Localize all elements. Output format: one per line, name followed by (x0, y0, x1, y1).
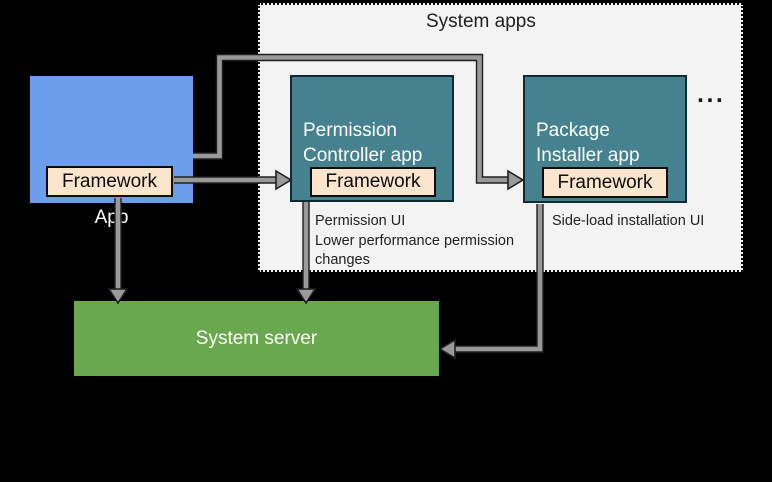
app-label: App (94, 207, 129, 228)
package-installer-label: Package Installer app (536, 120, 640, 166)
permission-controller-node: Permission Controller app Framework (290, 75, 454, 202)
app-node: App Framework (30, 76, 193, 228)
package-installer-annotation: Side-load installation UI (552, 213, 705, 229)
more-system-apps-ellipsis: ... (697, 80, 726, 108)
system-apps-title: System apps (426, 11, 536, 32)
system-server-node: System server (74, 301, 439, 376)
permission-controller-framework-node: Framework (310, 167, 436, 197)
permission-controller-annotation: Permission UI Lower performance permissi… (315, 213, 515, 268)
package-installer-framework-node: Framework (542, 167, 668, 198)
permission-controller-label: Permission Controller app (303, 120, 423, 166)
package-installer-node: Package Installer app Framework (523, 75, 687, 203)
app-framework-node: Framework (46, 166, 173, 197)
